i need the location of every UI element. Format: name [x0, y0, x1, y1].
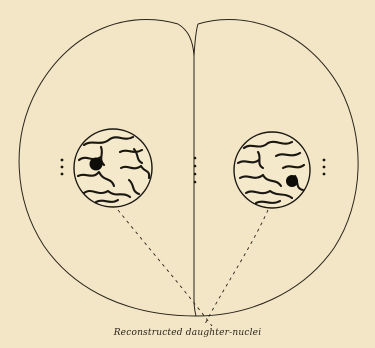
leader-line-right — [204, 210, 268, 326]
dividing-cell-wall — [178, 24, 198, 316]
left-daughter-nucleus — [74, 129, 152, 207]
figure-caption: Reconstructed daughter-nuclei — [0, 328, 375, 338]
leader-line-left — [118, 210, 212, 326]
left-nucleolus — [90, 158, 103, 171]
left-centrosome-dots — [61, 159, 64, 176]
right-nucleolus — [286, 175, 298, 187]
right-centrosome-dots — [323, 159, 326, 176]
right-daughter-nucleus — [234, 132, 310, 208]
